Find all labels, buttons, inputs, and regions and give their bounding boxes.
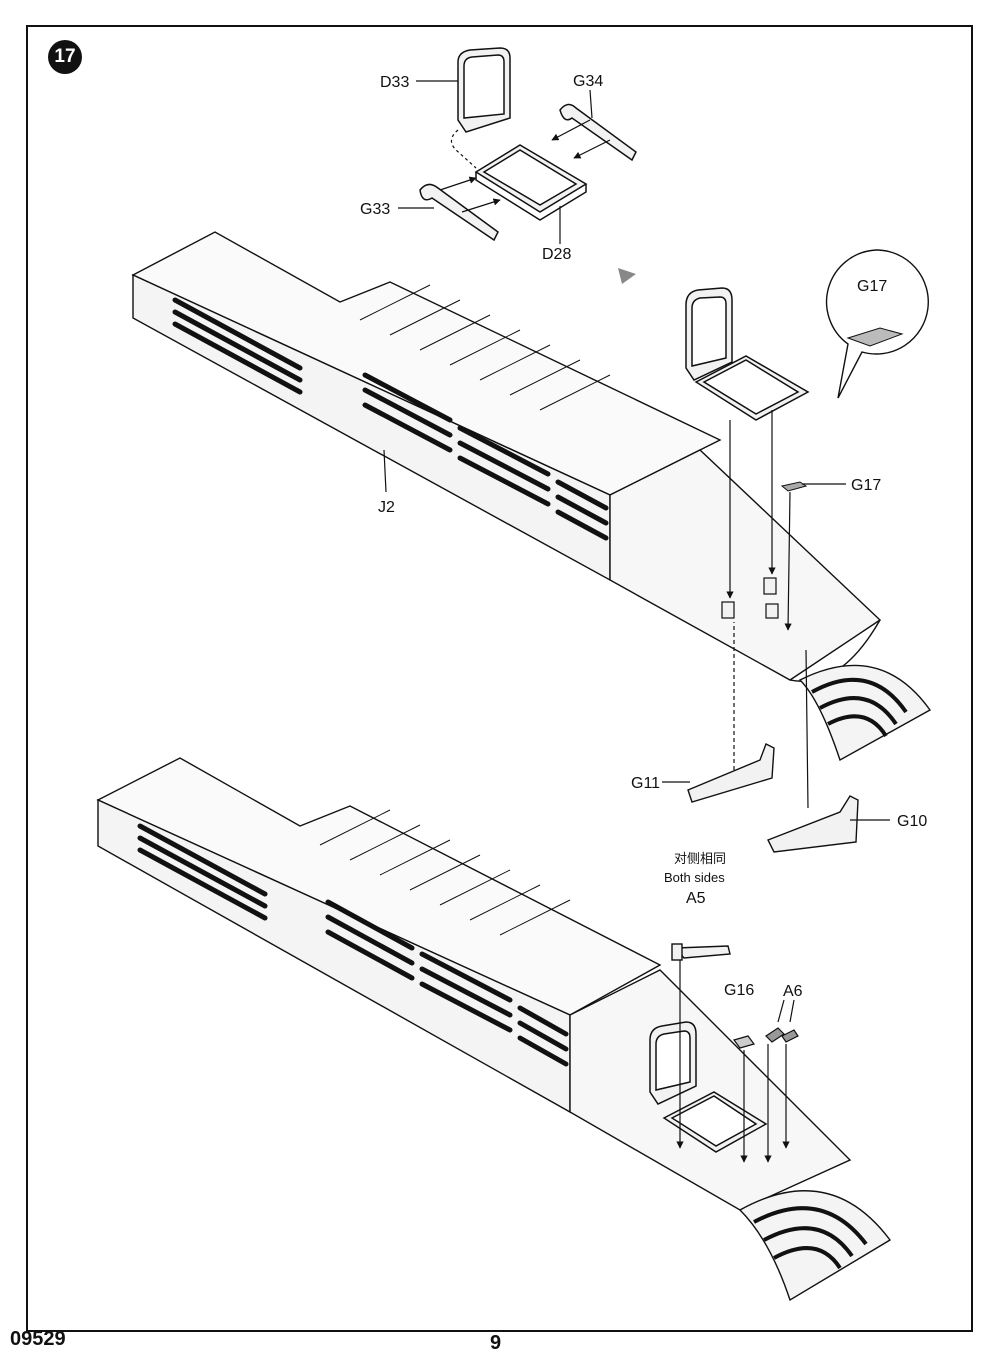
part-g11 [687,743,775,803]
lower-front-slots [137,823,569,1067]
upper-rear-fender [798,664,932,762]
part-a6-right [781,1029,799,1043]
lower-rear-fender [738,1190,892,1302]
part-a5-lever [671,943,731,961]
label-d28: D28 [542,246,571,263]
part-g34-bracket [559,103,637,162]
part-labels: D33 G34 G33 D28 G17 G17 J2 G11 G10 对侧相同 … [360,73,927,1000]
label-d33: D33 [380,74,409,91]
label-both-sides-en: Both sides [664,870,725,885]
chassis-rear-floor [609,449,882,681]
label-g17: G17 [851,477,881,494]
label-both-sides-cn: 对侧相同 [674,851,726,866]
small-parts-lower [732,1027,799,1049]
upper-deck-planks [359,284,611,411]
label-g11: G11 [631,775,660,792]
lower-deck-planks [319,809,571,936]
part-g17 [780,481,808,492]
upper-front-slots [172,297,609,541]
seat-assembly-arrows [439,119,611,213]
assembly-lines-middle [383,410,890,821]
label-g33: G33 [360,201,390,218]
page-number: 9 [490,1332,502,1354]
leader-lines-top [398,80,593,244]
assembled-seat-upper [685,287,810,421]
label-g17-callout: G17 [857,278,887,295]
part-g10 [767,795,859,853]
assembly-lines-lower [676,960,795,1163]
direction-marker [618,268,636,284]
label-g10: G10 [897,813,927,830]
step-number-badge: 17 [48,40,82,74]
label-a6: A6 [783,983,803,1000]
label-a5: A5 [686,890,706,907]
seat-subassembly [419,47,637,242]
page-frame [26,25,973,1332]
label-g34: G34 [573,73,603,90]
g17-callout [825,249,929,399]
part-a6-left [765,1027,785,1043]
part-g16 [732,1035,756,1049]
fender-brackets [687,743,859,853]
mount-sockets [721,577,779,619]
label-j2: J2 [378,499,395,516]
label-g16: G16 [724,982,754,999]
assembled-seat-lower [649,1021,768,1153]
part-g33-bracket [419,183,499,242]
kit-code: 09529 [10,1328,66,1350]
chassis-lower-rear-floor [569,969,852,1211]
